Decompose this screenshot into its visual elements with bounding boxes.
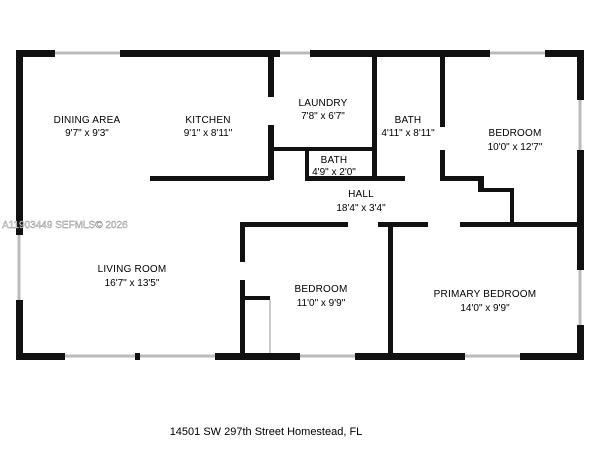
dining-area-name: DINING AREA	[54, 115, 121, 126]
laundry-dims: 7'8" x 6'7"	[301, 111, 345, 122]
primary-bedroom-name: PRIMARY BEDROOM	[434, 289, 537, 300]
kitchen-dims: 9'1" x 8'11"	[184, 128, 233, 139]
bedroom-2-dims: 11'0" x 9'9"	[297, 298, 346, 309]
hall-dims: 18'4" x 3'4"	[336, 203, 386, 214]
primary-bedroom-dims: 14'0" x 9'9"	[460, 303, 510, 314]
bath-1-dims: 4'11" x 8'11"	[381, 128, 435, 139]
bath-2-name: BATH	[321, 155, 348, 166]
kitchen-name: KITCHEN	[185, 115, 230, 126]
living-room-name: LIVING ROOM	[98, 264, 167, 275]
bedroom-1-dims: 10'0" x 12'7"	[488, 142, 543, 153]
laundry-name: LAUNDRY	[298, 98, 347, 109]
windows	[17, 51, 582, 358]
bedroom-1-name: BEDROOM	[488, 128, 541, 139]
hall-name: HALL	[348, 189, 374, 200]
dining-area-dims: 9'7" x 9'3"	[65, 128, 109, 139]
mls-watermark: A11903449 SEFMLS© 2026	[2, 220, 128, 231]
living-room-dims: 16'7" x 13'5"	[105, 278, 160, 289]
bath-1-name: BATH	[395, 115, 422, 126]
address-caption: 14501 SW 297th Street Homestead, FL	[170, 426, 363, 438]
room-labels: DINING AREA 9'7" x 9'3" KITCHEN 9'1" x 8…	[54, 98, 543, 314]
bath-2-dims: 4'9" x 2'0"	[312, 167, 356, 178]
walls	[16, 50, 584, 360]
bedroom-2-name: BEDROOM	[294, 284, 347, 295]
